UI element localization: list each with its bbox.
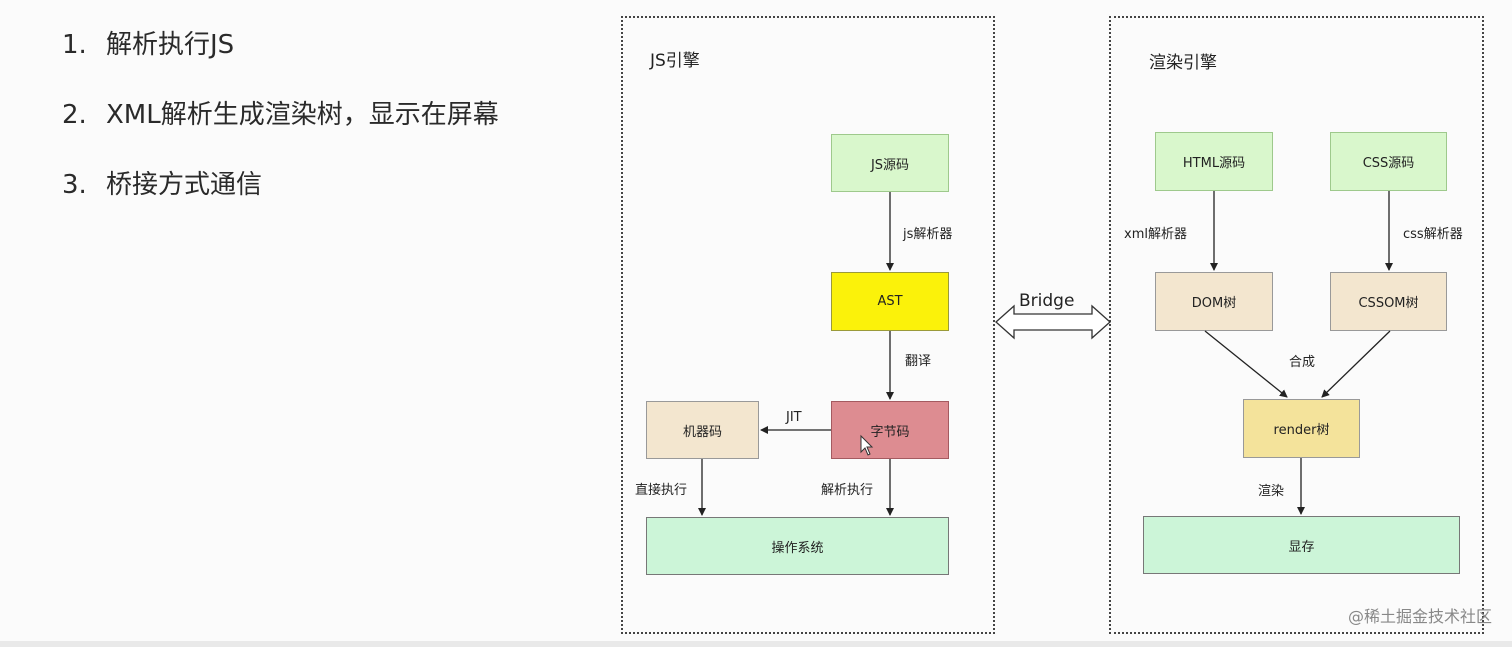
direct-exec-label: 直接执行 — [635, 483, 688, 498]
js-source-box: JS源码 — [831, 134, 949, 192]
dom-tree-box: DOM树 — [1155, 272, 1273, 331]
jit-label: JIT — [786, 410, 802, 425]
cssom-tree-box: CSSOM树 — [1330, 272, 1447, 331]
xml-parser-label: xml解析器 — [1124, 227, 1187, 242]
render-label: 渲染 — [1258, 484, 1285, 499]
cursor-icon — [860, 434, 874, 456]
feature-list: 1.解析执行JS 2.XML解析生成渲染树，显示在屏幕 3.桥接方式通信 — [62, 28, 499, 238]
bottom-bar — [0, 641, 1512, 647]
render-engine-title: 渲染引擎 — [1149, 53, 1217, 73]
list-item: 3.桥接方式通信 — [62, 170, 263, 200]
css-source-box: CSS源码 — [1330, 132, 1447, 191]
js-engine-panel — [621, 16, 995, 634]
os-box: 操作系统 — [646, 517, 949, 575]
translate-label: 翻译 — [905, 354, 932, 369]
machine-code-box: 机器码 — [646, 401, 759, 459]
bridge-arrow — [995, 304, 1111, 340]
list-item: 2.XML解析生成渲染树，显示在屏幕 — [62, 100, 499, 130]
ast-box: AST — [831, 272, 949, 331]
bridge-label: Bridge — [1019, 291, 1075, 311]
watermark: @稀土掘金技术社区 — [1347, 607, 1492, 626]
list-item: 1.解析执行JS — [62, 30, 235, 60]
arrow-cssom-to-render — [1321, 330, 1391, 398]
js-parser-label: js解析器 — [903, 227, 953, 242]
compose-label: 合成 — [1289, 355, 1316, 370]
html-source-box: HTML源码 — [1155, 132, 1273, 191]
render-engine-panel — [1109, 16, 1484, 634]
interpret-label: 解析执行 — [821, 483, 874, 498]
css-parser-label: css解析器 — [1403, 227, 1463, 242]
vram-box: 显存 — [1143, 516, 1460, 574]
bytecode-box: 字节码 — [831, 401, 949, 459]
render-tree-box: render树 — [1243, 399, 1360, 458]
js-engine-title: JS引擎 — [650, 51, 700, 71]
arrow-dom-to-render — [1204, 330, 1288, 398]
